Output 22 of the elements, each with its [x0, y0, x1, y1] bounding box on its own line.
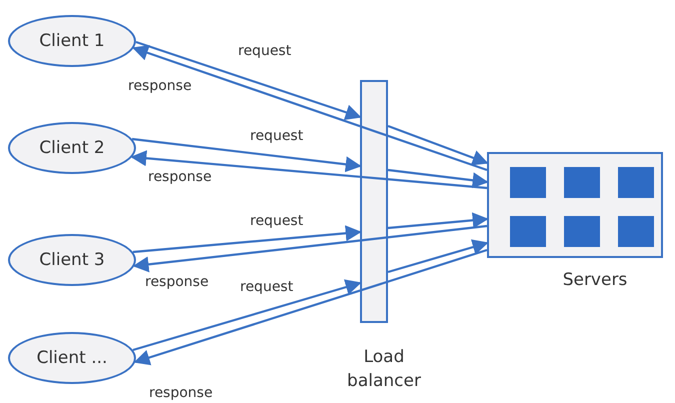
edge-label: request	[248, 213, 306, 229]
client-ellipse: Client 2	[8, 122, 136, 174]
arrow	[132, 138, 362, 172]
client-ellipse: Client 3	[8, 234, 136, 286]
arrow	[132, 239, 360, 272]
arrow	[388, 239, 489, 274]
load-balancer-bar	[360, 80, 388, 323]
arrow	[130, 150, 360, 178]
edge-label: request	[238, 279, 296, 295]
node-caption: Servers	[562, 269, 628, 292]
client-ellipse: Client 1	[8, 15, 136, 67]
arrow	[134, 290, 360, 366]
arrow	[388, 124, 488, 166]
client-ellipse: Client ...	[8, 332, 136, 384]
arrow	[132, 225, 362, 254]
arrow	[388, 212, 489, 230]
node-caption: Load balancer	[346, 346, 422, 393]
edge-label: request	[236, 43, 294, 59]
arrow	[132, 279, 362, 352]
server-box	[487, 152, 663, 258]
edge-label: request	[248, 128, 306, 144]
arrow	[388, 168, 489, 188]
